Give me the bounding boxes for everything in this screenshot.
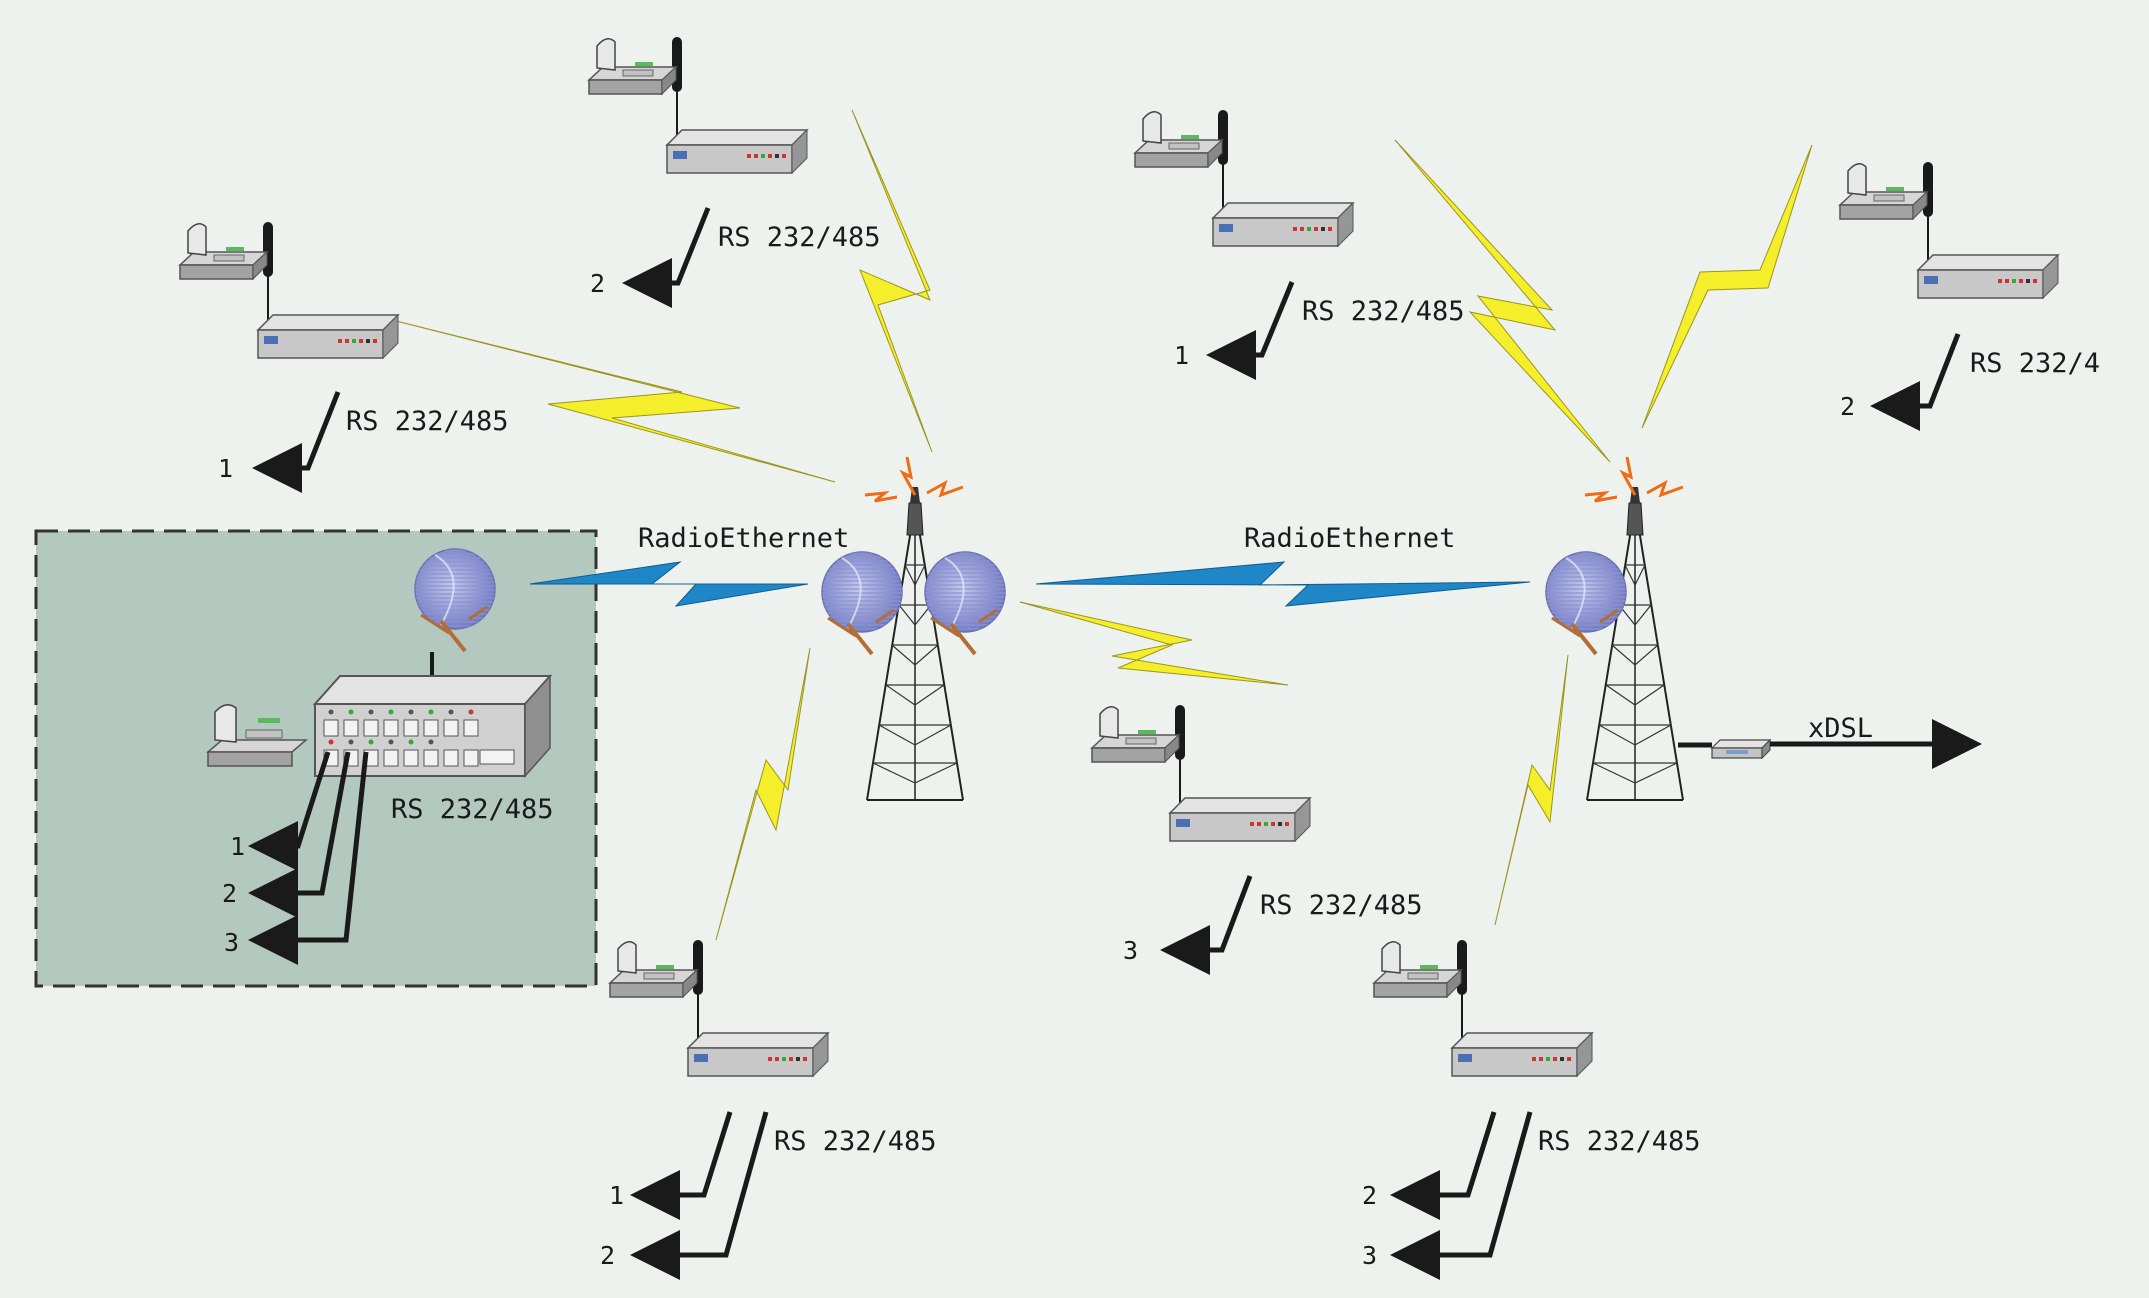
signal-icon — [1583, 455, 1685, 503]
port-number: 2 — [1362, 1181, 1377, 1210]
radio-modem-icon — [1373, 939, 1593, 1077]
signal-icon — [863, 455, 965, 503]
station-bottom-right: RS 232/485 2 3 — [1362, 939, 1701, 1280]
radio-link-top-left — [391, 319, 836, 483]
ethernet-links — [529, 561, 1531, 607]
radio-modem-icon — [1091, 704, 1311, 842]
port-number: 2 — [600, 1241, 615, 1270]
tower-right — [1544, 455, 1685, 801]
radio-link-far-right — [1641, 144, 1813, 429]
station-label: RS 232/485 — [391, 794, 554, 825]
port-number: 3 — [224, 928, 239, 957]
radio-ethernet-label: RadioEthernet — [1244, 523, 1455, 554]
radio-modem-icon — [609, 939, 829, 1077]
radio-modem-icon — [1134, 109, 1354, 247]
station-label: RS 232/485 — [1302, 296, 1465, 327]
station-label: RS 232/485 — [1538, 1126, 1701, 1157]
xdsl-label: xDSL — [1808, 713, 1873, 744]
central-station: RS 232/485 1 2 3 — [205, 547, 554, 965]
telephone-icon — [205, 704, 309, 767]
station-top-left: RS 232/485 1 — [179, 221, 509, 493]
port-number: 1 — [230, 832, 245, 861]
station-label: RS 232/485 — [774, 1126, 937, 1157]
station-label: RS 232/4 — [1970, 348, 2100, 379]
port-number: 3 — [1123, 936, 1138, 965]
port-number: 1 — [609, 1181, 624, 1210]
radio-modem-icon — [1839, 161, 2059, 299]
dish-antenna-icon — [820, 550, 904, 656]
station-label: RS 232/485 — [1260, 890, 1423, 921]
ethernet-link-left — [529, 561, 809, 607]
radio-modem-icon — [588, 36, 808, 174]
station-middle: RS 232/485 3 — [1091, 704, 1423, 975]
radio-modem-icon — [179, 221, 399, 359]
port-number: 2 — [1840, 392, 1855, 421]
port-number: 3 — [1362, 1241, 1377, 1270]
xdsl-modem-icon — [1710, 738, 1772, 760]
port-number: 2 — [222, 879, 237, 908]
port-number: 2 — [590, 269, 605, 298]
radio-link-top-right-center — [1394, 139, 1611, 463]
xdsl-link: xDSL — [1678, 713, 1982, 769]
station-bottom-left: RS 232/485 1 2 — [600, 939, 937, 1280]
station-label: RS 232/485 — [718, 222, 881, 253]
port-number: 1 — [1174, 341, 1189, 370]
tower-left — [820, 455, 1007, 801]
station-far-right: RS 232/4 2 — [1839, 161, 2100, 431]
port-number: 1 — [218, 454, 233, 483]
radio-link-bottom-right — [1494, 654, 1569, 926]
radio-links — [391, 109, 1813, 941]
station-top-center: RS 232/485 2 — [588, 36, 881, 308]
serial-server-icon — [312, 674, 553, 778]
radio-link-bottom-left — [715, 647, 811, 941]
radio-ethernet-label: RadioEthernet — [638, 523, 849, 554]
station-top-right-center: RS 232/485 1 — [1134, 109, 1465, 380]
radio-link-middle — [1019, 601, 1289, 686]
radio-link-top-center — [851, 109, 933, 453]
station-label: RS 232/485 — [346, 406, 509, 437]
ethernet-link-right — [1035, 561, 1531, 607]
